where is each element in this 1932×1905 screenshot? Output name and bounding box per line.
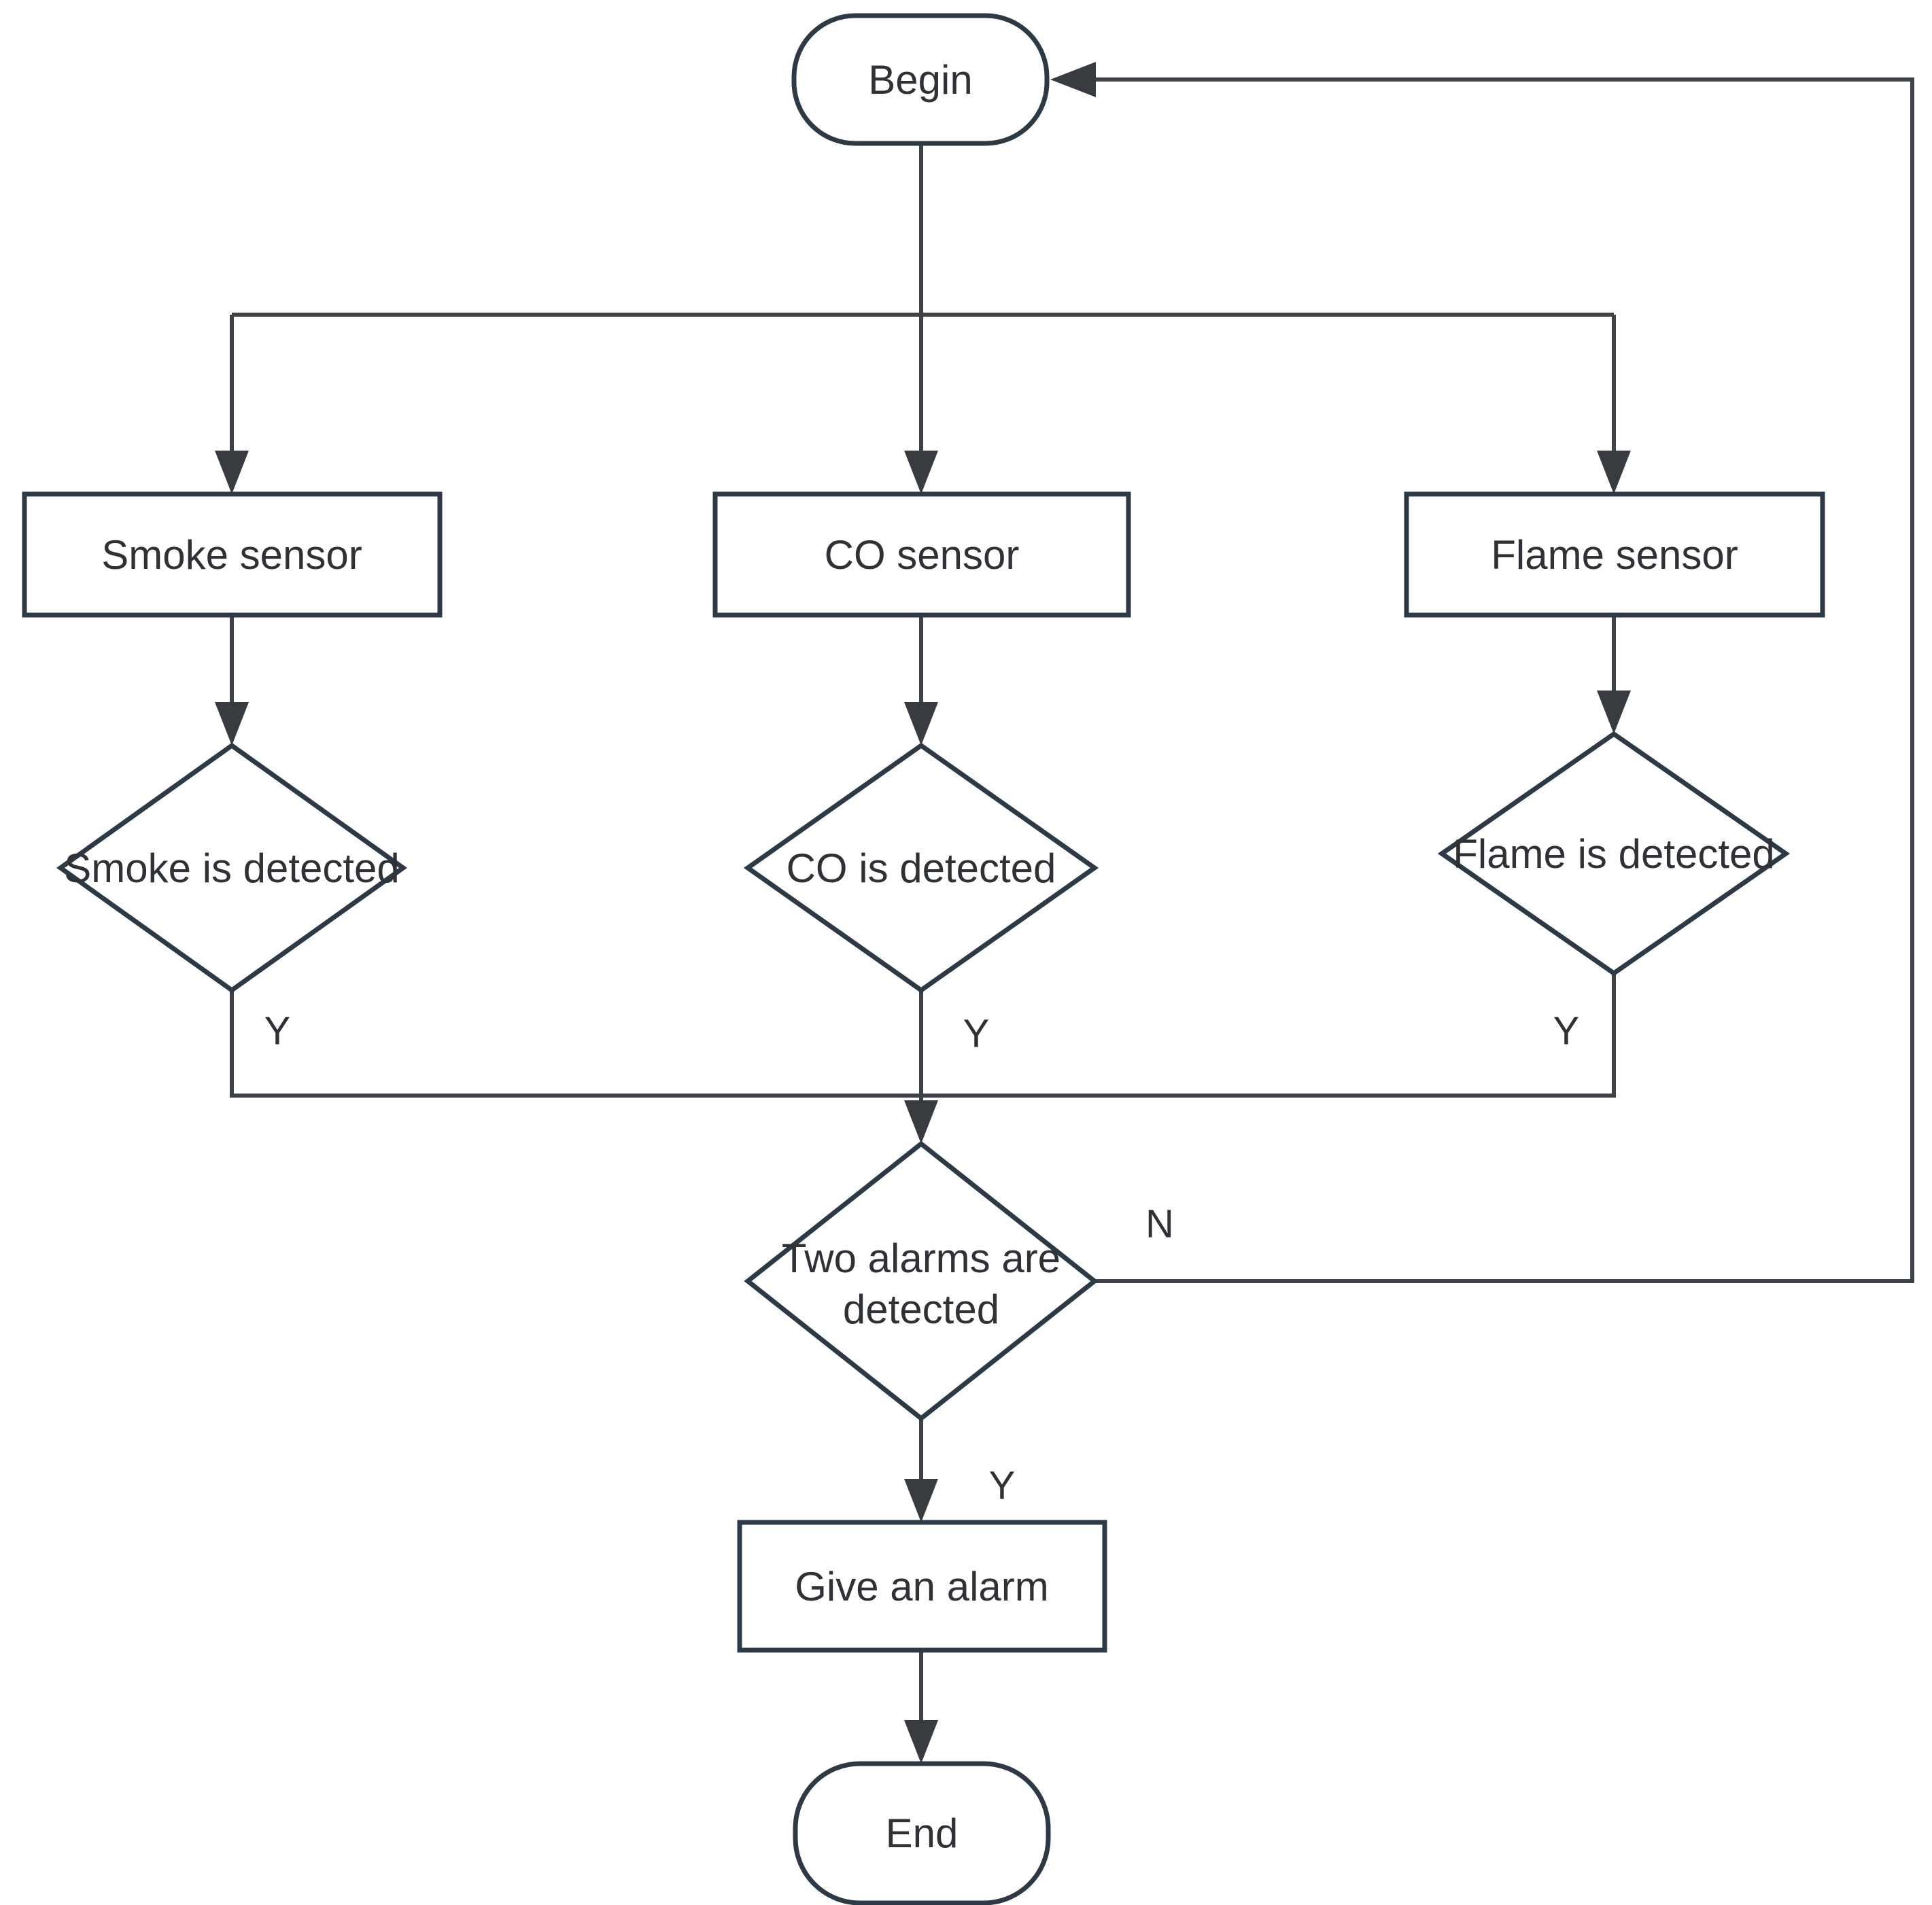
flame-decision-node: Flame is detected	[1437, 731, 1791, 977]
flame-decision-shape	[1437, 731, 1791, 977]
arrowhead-into-co-sensor	[904, 451, 938, 494]
co-decision-label: CO is detected	[787, 845, 1056, 891]
arrowhead-into-begin	[1050, 62, 1096, 97]
edge-smoke-yes	[230, 990, 921, 1098]
arrowhead-into-smoke-decision	[215, 702, 249, 746]
end-node: End	[793, 1761, 1051, 1905]
two-alarms-decision-shape	[744, 1140, 1099, 1422]
flame-sensor-node: Flame sensor	[1404, 491, 1825, 618]
arrowhead-into-two-alarms-decision	[904, 1100, 938, 1144]
flame-yes-label: Y	[1553, 1009, 1580, 1053]
flame-sensor-shape	[1404, 491, 1825, 618]
edge-flame-yes	[921, 973, 1616, 1098]
smoke-yes-label: Y	[264, 1009, 291, 1053]
two-alarms-no-label: N	[1145, 1202, 1174, 1246]
give-alarm-label: Give an alarm	[795, 1564, 1048, 1609]
arrowhead-into-smoke-sensor	[215, 451, 249, 494]
two-alarms-decision-label-line2: detected	[843, 1287, 999, 1332]
co-yes-label: Y	[963, 1011, 990, 1055]
arrowhead-into-co-decision	[904, 702, 938, 746]
edges	[230, 77, 1914, 1725]
co-sensor-label: CO sensor	[825, 532, 1020, 578]
begin-node: Begin	[791, 13, 1050, 146]
flame-decision-label: Flame is detected	[1453, 831, 1775, 877]
arrowheads	[215, 62, 1631, 1764]
end-terminator-shape	[793, 1761, 1051, 1905]
give-alarm-node: Give an alarm	[737, 1520, 1107, 1653]
arrowhead-into-give-alarm	[904, 1479, 938, 1522]
arrowhead-into-end	[904, 1720, 938, 1764]
co-decision-node: CO is detected	[743, 742, 1099, 994]
begin-terminator-shape	[791, 13, 1050, 146]
edge-two-alarms-no-loop	[1095, 77, 1914, 1283]
two-alarms-yes-label: Y	[989, 1463, 1016, 1507]
flame-sensor-label: Flame sensor	[1491, 532, 1738, 578]
smoke-sensor-shape	[22, 491, 443, 618]
arrowhead-into-flame-decision	[1597, 691, 1631, 734]
co-sensor-shape	[712, 491, 1131, 618]
arrowhead-into-flame-sensor	[1597, 451, 1631, 494]
two-alarms-decision-label-line1: Two alarms are	[782, 1236, 1060, 1281]
smoke-sensor-label: Smoke sensor	[101, 532, 362, 578]
smoke-decision-node: Smoke is detected	[56, 742, 408, 994]
end-label: End	[886, 1811, 959, 1856]
edge-labels: Y Y Y N Y	[264, 1009, 1580, 1507]
co-sensor-node: CO sensor	[712, 491, 1131, 618]
two-alarms-decision-node: Two alarms are detected	[744, 1140, 1099, 1422]
nodes: Begin Smoke sensor CO sensor Flame senso…	[22, 13, 1825, 1905]
smoke-decision-shape	[56, 742, 408, 994]
smoke-sensor-node: Smoke sensor	[22, 491, 443, 618]
begin-label: Begin	[868, 57, 972, 103]
smoke-decision-label: Smoke is detected	[64, 845, 400, 891]
give-alarm-shape	[737, 1520, 1107, 1653]
co-decision-shape	[743, 742, 1099, 994]
